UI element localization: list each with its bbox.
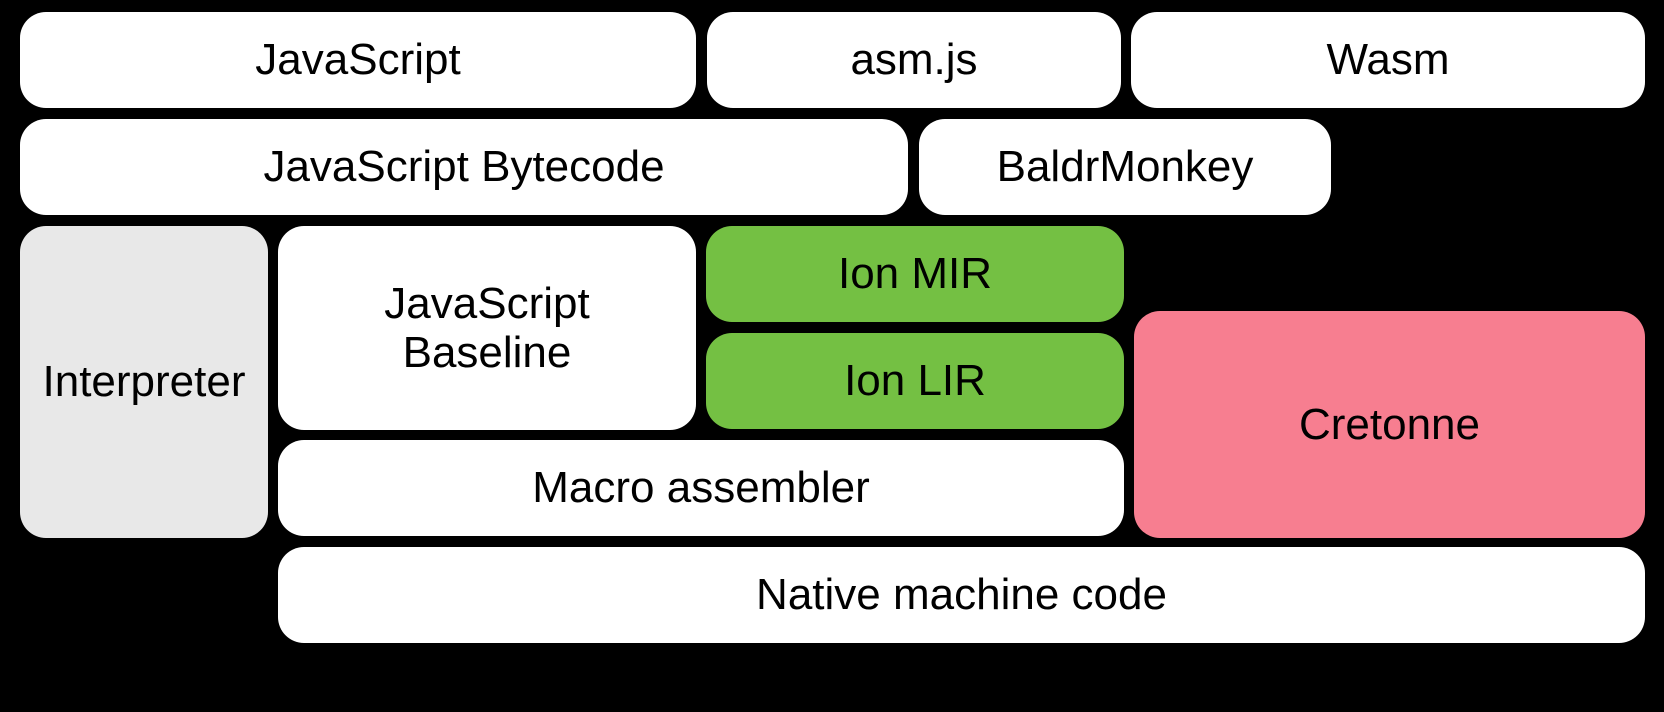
node-baldrmonkey[interactable]: BaldrMonkey <box>919 119 1331 215</box>
node-wasm[interactable]: Wasm <box>1131 12 1645 108</box>
node-interpreter[interactable]: Interpreter <box>20 226 268 538</box>
node-javascript-bytecode[interactable]: JavaScript Bytecode <box>20 119 908 215</box>
node-javascript-baseline[interactable]: JavaScript Baseline <box>278 226 696 430</box>
node-macro-assembler[interactable]: Macro assembler <box>278 440 1124 536</box>
node-cretonne[interactable]: Cretonne <box>1134 311 1645 538</box>
node-ion-lir[interactable]: Ion LIR <box>706 333 1124 429</box>
node-javascript[interactable]: JavaScript <box>20 12 696 108</box>
node-asmjs[interactable]: asm.js <box>707 12 1121 108</box>
node-native-machine-code[interactable]: Native machine code <box>278 547 1645 643</box>
node-ion-mir[interactable]: Ion MIR <box>706 226 1124 322</box>
